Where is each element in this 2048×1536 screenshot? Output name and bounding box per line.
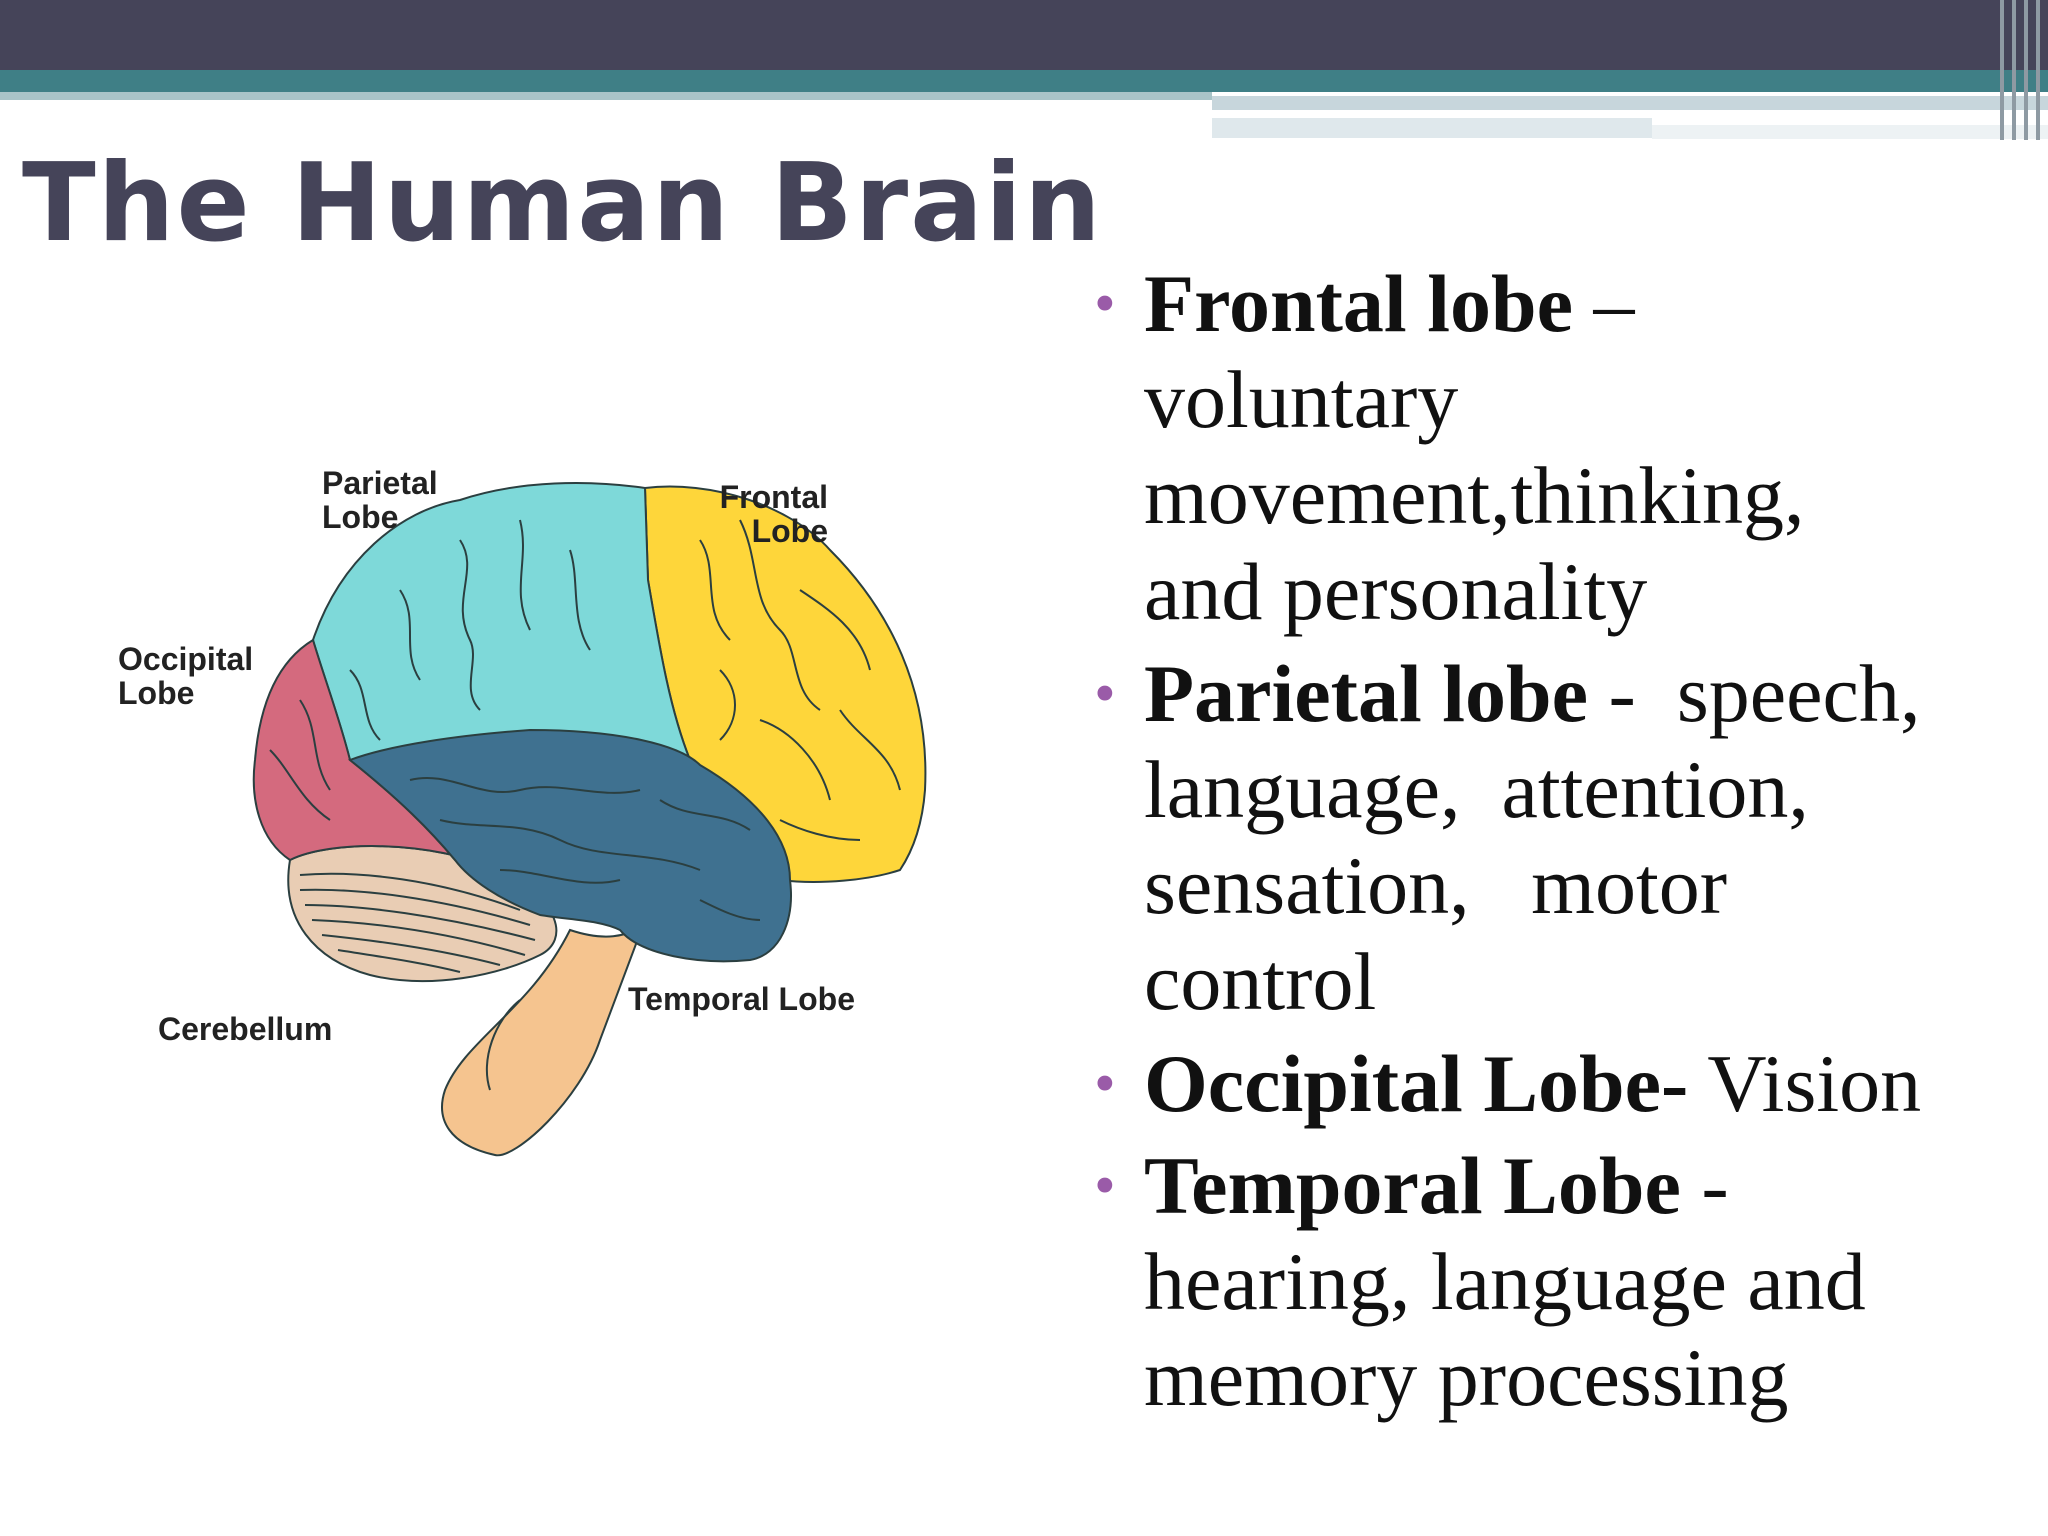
brain-diagram: Parietal Lobe Frontal Lobe Occipital Lob… — [100, 400, 1020, 1220]
header-accent-bar — [1212, 118, 1652, 138]
bullet-term: Temporal Lobe — [1144, 1140, 1681, 1231]
bullet-temporal: • Temporal Lobe - hearing, language and … — [1082, 1138, 2022, 1426]
label-cerebellum: Cerebellum — [158, 1011, 332, 1047]
brain-illustration: Parietal Lobe Frontal Lobe Occipital Lob… — [118, 465, 927, 1157]
bullet-occipital: • Occipital Lobe- Vision — [1082, 1036, 2022, 1132]
bullet-dot: • — [1094, 270, 1116, 338]
label-frontal-line1: Frontal — [720, 479, 828, 515]
corner-stripes — [1990, 0, 2048, 140]
label-temporal: Temporal Lobe — [628, 981, 855, 1017]
bullet-line: language, attention, — [1144, 744, 1809, 835]
bullet-line: movement,thinking, — [1144, 450, 1805, 541]
header-accent-bar — [1212, 96, 2048, 110]
bullet-line: memory processing — [1144, 1332, 1789, 1423]
bullet-term-suffix: – — [1572, 258, 1635, 349]
bullet-dot: • — [1094, 660, 1116, 728]
temporal-lobe-region — [348, 728, 792, 963]
bullet-frontal: • Frontal lobe – voluntary movement,thin… — [1082, 256, 2022, 640]
bullet-term-suffix: - — [1680, 1140, 1729, 1231]
sulci-lines — [269, 519, 901, 921]
occipital-lobe-region — [252, 638, 501, 871]
bullet-line: control — [1144, 936, 1377, 1027]
header-bar-teal — [0, 70, 2048, 92]
slide-title: The Human Brain — [22, 141, 1103, 266]
lobe-bullet-list: • Frontal lobe – voluntary movement,thin… — [1082, 256, 2022, 1432]
bullet-line: voluntary — [1144, 354, 1459, 445]
bullet-dot: • — [1094, 1152, 1116, 1220]
bullet-dot: • — [1094, 1050, 1116, 1118]
bullet-term: Parietal lobe — [1144, 648, 1589, 739]
bullet-term-suffix: - speech, — [1588, 648, 1921, 739]
header-accent-bar — [1652, 125, 2048, 139]
label-parietal-line2: Lobe — [322, 499, 398, 535]
bullet-parietal: • Parietal lobe - speech, language, atte… — [1082, 646, 2022, 1030]
bullet-line: sensation, motor — [1144, 840, 1728, 931]
bullet-term-suffix: Vision — [1688, 1038, 1922, 1129]
header-bar-light — [0, 92, 1212, 100]
label-occipital-line1: Occipital — [118, 641, 253, 677]
bullet-term: Frontal lobe — [1144, 258, 1573, 349]
bullet-line: hearing, language and — [1144, 1236, 1866, 1327]
label-occipital-line2: Lobe — [118, 675, 194, 711]
label-parietal-line1: Parietal — [322, 465, 438, 501]
bullet-line: and personality — [1144, 546, 1648, 637]
label-frontal-line2: Lobe — [752, 513, 828, 549]
header-bar-dark — [0, 0, 2048, 70]
bullet-term: Occipital Lobe- — [1144, 1038, 1689, 1129]
